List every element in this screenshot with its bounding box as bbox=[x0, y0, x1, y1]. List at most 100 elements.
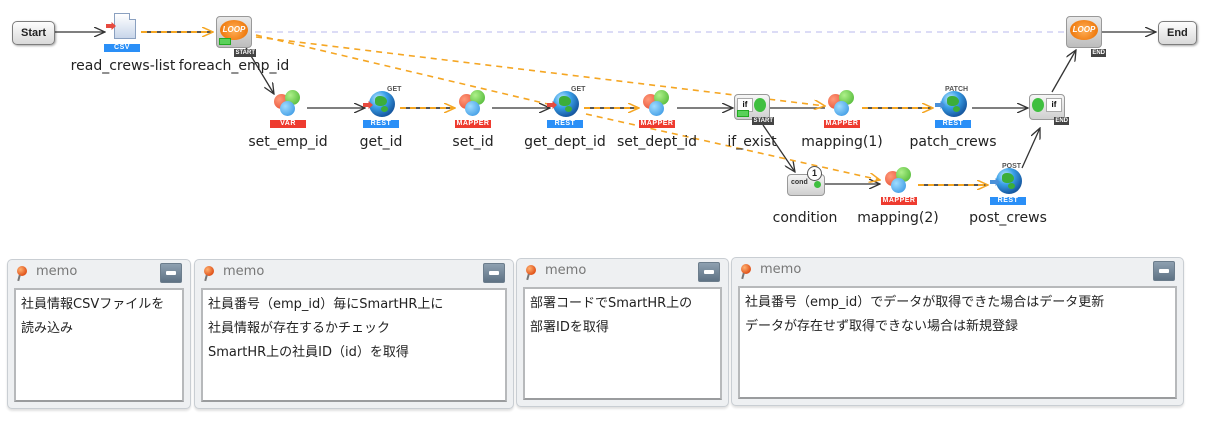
edge-if-end-to-loop-end bbox=[1051, 50, 1076, 93]
node-label: set_emp_id bbox=[248, 134, 328, 150]
node-label: get_dept_id bbox=[524, 134, 606, 150]
request-arrow-icon bbox=[547, 101, 557, 109]
read-arrow-icon bbox=[106, 22, 116, 30]
node-type-tag: REST bbox=[363, 120, 399, 128]
memo-header[interactable]: memo bbox=[732, 258, 1183, 284]
globe-icon bbox=[941, 91, 967, 117]
data-edge-loop-to-get-dept-id bbox=[255, 34, 557, 107]
if-icon-text: if bbox=[1046, 98, 1062, 112]
node-type-tag: CSV bbox=[104, 44, 140, 52]
memo-textarea[interactable]: 社員番号（emp_id）毎にSmartHR上に 社員情報が存在するかチェック S… bbox=[201, 288, 507, 402]
if-icon-text: if bbox=[737, 98, 753, 112]
memo-title: memo bbox=[36, 264, 78, 279]
node-label: set_dept_id bbox=[616, 134, 698, 150]
flow-canvas[interactable]: Start End CSV read_crews-list LOOP START… bbox=[0, 0, 1223, 240]
memo-header[interactable]: memo bbox=[195, 260, 513, 286]
flow-edges bbox=[48, 0, 1223, 240]
node-label: patch_crews bbox=[909, 134, 997, 150]
node-label: if_exist bbox=[727, 134, 777, 150]
node-mapping-1[interactable]: MAPPER bbox=[822, 88, 862, 128]
branch-arrow-icon bbox=[754, 98, 766, 112]
memo-text: 社員番号（emp_id）毎にSmartHR上に 社員情報が存在するかチェック S… bbox=[208, 297, 444, 360]
node-if-end[interactable]: if END bbox=[1027, 92, 1069, 132]
pin-icon bbox=[204, 266, 214, 276]
node-type-tag: REST bbox=[935, 120, 971, 128]
variable-balls-icon bbox=[274, 90, 304, 118]
csv-file-icon bbox=[114, 13, 136, 39]
edge-if-to-condition bbox=[762, 124, 795, 172]
node-post-crews[interactable]: POST REST bbox=[988, 163, 1028, 205]
node-get-dept-id[interactable]: GET REST bbox=[545, 86, 586, 128]
memo-panel[interactable]: memo 社員番号（emp_id）でデータが取得できた場合はデータ更新 データが… bbox=[731, 257, 1184, 406]
http-method: GET bbox=[387, 86, 402, 93]
memo-title: memo bbox=[223, 264, 265, 279]
pin-icon bbox=[526, 265, 536, 275]
node-type-tag: VAR bbox=[270, 120, 306, 128]
if-icon: if bbox=[734, 94, 770, 120]
node-mapping-2[interactable]: MAPPER bbox=[879, 165, 919, 205]
node-label: post_crews bbox=[969, 210, 1047, 226]
http-method: POST bbox=[1002, 163, 1022, 170]
loop-icon: LOOP bbox=[1066, 16, 1102, 48]
memo-panel[interactable]: memo 部署コードでSmartHR上の 部署IDを取得 bbox=[516, 258, 729, 407]
minimize-button[interactable] bbox=[483, 263, 505, 283]
node-type-tag: REST bbox=[547, 120, 583, 128]
memo-title: memo bbox=[760, 262, 802, 277]
branch-arrow-icon bbox=[1032, 98, 1044, 112]
corner-label: START bbox=[752, 117, 774, 125]
memo-textarea[interactable]: 部署コードでSmartHR上の 部署IDを取得 bbox=[523, 287, 722, 400]
data-edge-loop-to-mapping1 bbox=[255, 36, 825, 106]
node-condition[interactable]: cond 1 bbox=[787, 166, 827, 208]
memo-panel[interactable]: memo 社員情報CSVファイルを 読み込み bbox=[7, 259, 191, 409]
if-icon: if bbox=[1029, 94, 1065, 120]
node-label: get_id bbox=[359, 134, 403, 150]
node-label: condition bbox=[772, 210, 838, 226]
node-type-tag: REST bbox=[990, 197, 1026, 205]
loop-icon: LOOP bbox=[216, 16, 252, 48]
corner-label: END bbox=[1054, 117, 1069, 125]
memo-panel[interactable]: memo 社員番号（emp_id）毎にSmartHR上に 社員情報が存在するかチ… bbox=[194, 259, 514, 409]
node-set-id[interactable]: MAPPER bbox=[453, 88, 493, 128]
node-set-emp-id[interactable]: VAR bbox=[268, 88, 308, 128]
condition-dot-icon bbox=[814, 181, 821, 188]
start-indicator-icon bbox=[737, 110, 749, 117]
memo-textarea[interactable]: 社員情報CSVファイルを 読み込み bbox=[14, 288, 184, 402]
node-type-tag: MAPPER bbox=[881, 197, 917, 205]
node-label: foreach_emp_id bbox=[178, 58, 290, 74]
loop-icon-text: LOOP bbox=[220, 20, 248, 40]
globe-icon bbox=[369, 91, 395, 117]
memo-header[interactable]: memo bbox=[517, 259, 728, 285]
mapper-balls-icon bbox=[828, 90, 858, 118]
mapper-balls-icon bbox=[885, 167, 915, 195]
http-method: PATCH bbox=[945, 86, 969, 93]
node-foreach-emp-id[interactable]: LOOP START bbox=[214, 14, 256, 57]
pin-icon bbox=[741, 264, 751, 274]
start-terminal[interactable]: Start bbox=[12, 21, 56, 45]
http-method: GET bbox=[571, 86, 586, 93]
node-if-exist[interactable]: if START bbox=[732, 92, 774, 132]
memo-header[interactable]: memo bbox=[8, 260, 190, 286]
minimize-button[interactable] bbox=[698, 262, 720, 282]
end-terminal[interactable]: End bbox=[1158, 21, 1197, 45]
node-label: mapping(1) bbox=[801, 134, 883, 150]
edge-post-to-if-end bbox=[1021, 128, 1040, 169]
start-indicator-icon bbox=[219, 38, 231, 45]
memo-textarea[interactable]: 社員番号（emp_id）でデータが取得できた場合はデータ更新 データが存在せず取… bbox=[738, 286, 1177, 399]
condition-order-badge: 1 bbox=[807, 166, 822, 181]
mapper-balls-icon bbox=[643, 90, 673, 118]
minimize-button[interactable] bbox=[160, 263, 182, 283]
node-loop-end[interactable]: LOOP END bbox=[1064, 14, 1106, 57]
node-patch-crews[interactable]: PATCH REST bbox=[933, 86, 973, 128]
node-read-crews-list[interactable]: CSV bbox=[102, 12, 142, 52]
globe-icon bbox=[996, 168, 1022, 194]
condition-icon-text: cond bbox=[791, 179, 808, 186]
node-type-tag: MAPPER bbox=[455, 120, 491, 128]
node-type-tag: MAPPER bbox=[639, 120, 675, 128]
node-type-tag: MAPPER bbox=[824, 120, 860, 128]
request-arrow-icon bbox=[990, 178, 1000, 186]
node-set-dept-id[interactable]: MAPPER bbox=[637, 88, 677, 128]
node-get-id[interactable]: GET REST bbox=[361, 86, 402, 128]
loop-icon-text: LOOP bbox=[1070, 20, 1098, 40]
pin-icon bbox=[17, 266, 27, 276]
minimize-button[interactable] bbox=[1153, 261, 1175, 281]
